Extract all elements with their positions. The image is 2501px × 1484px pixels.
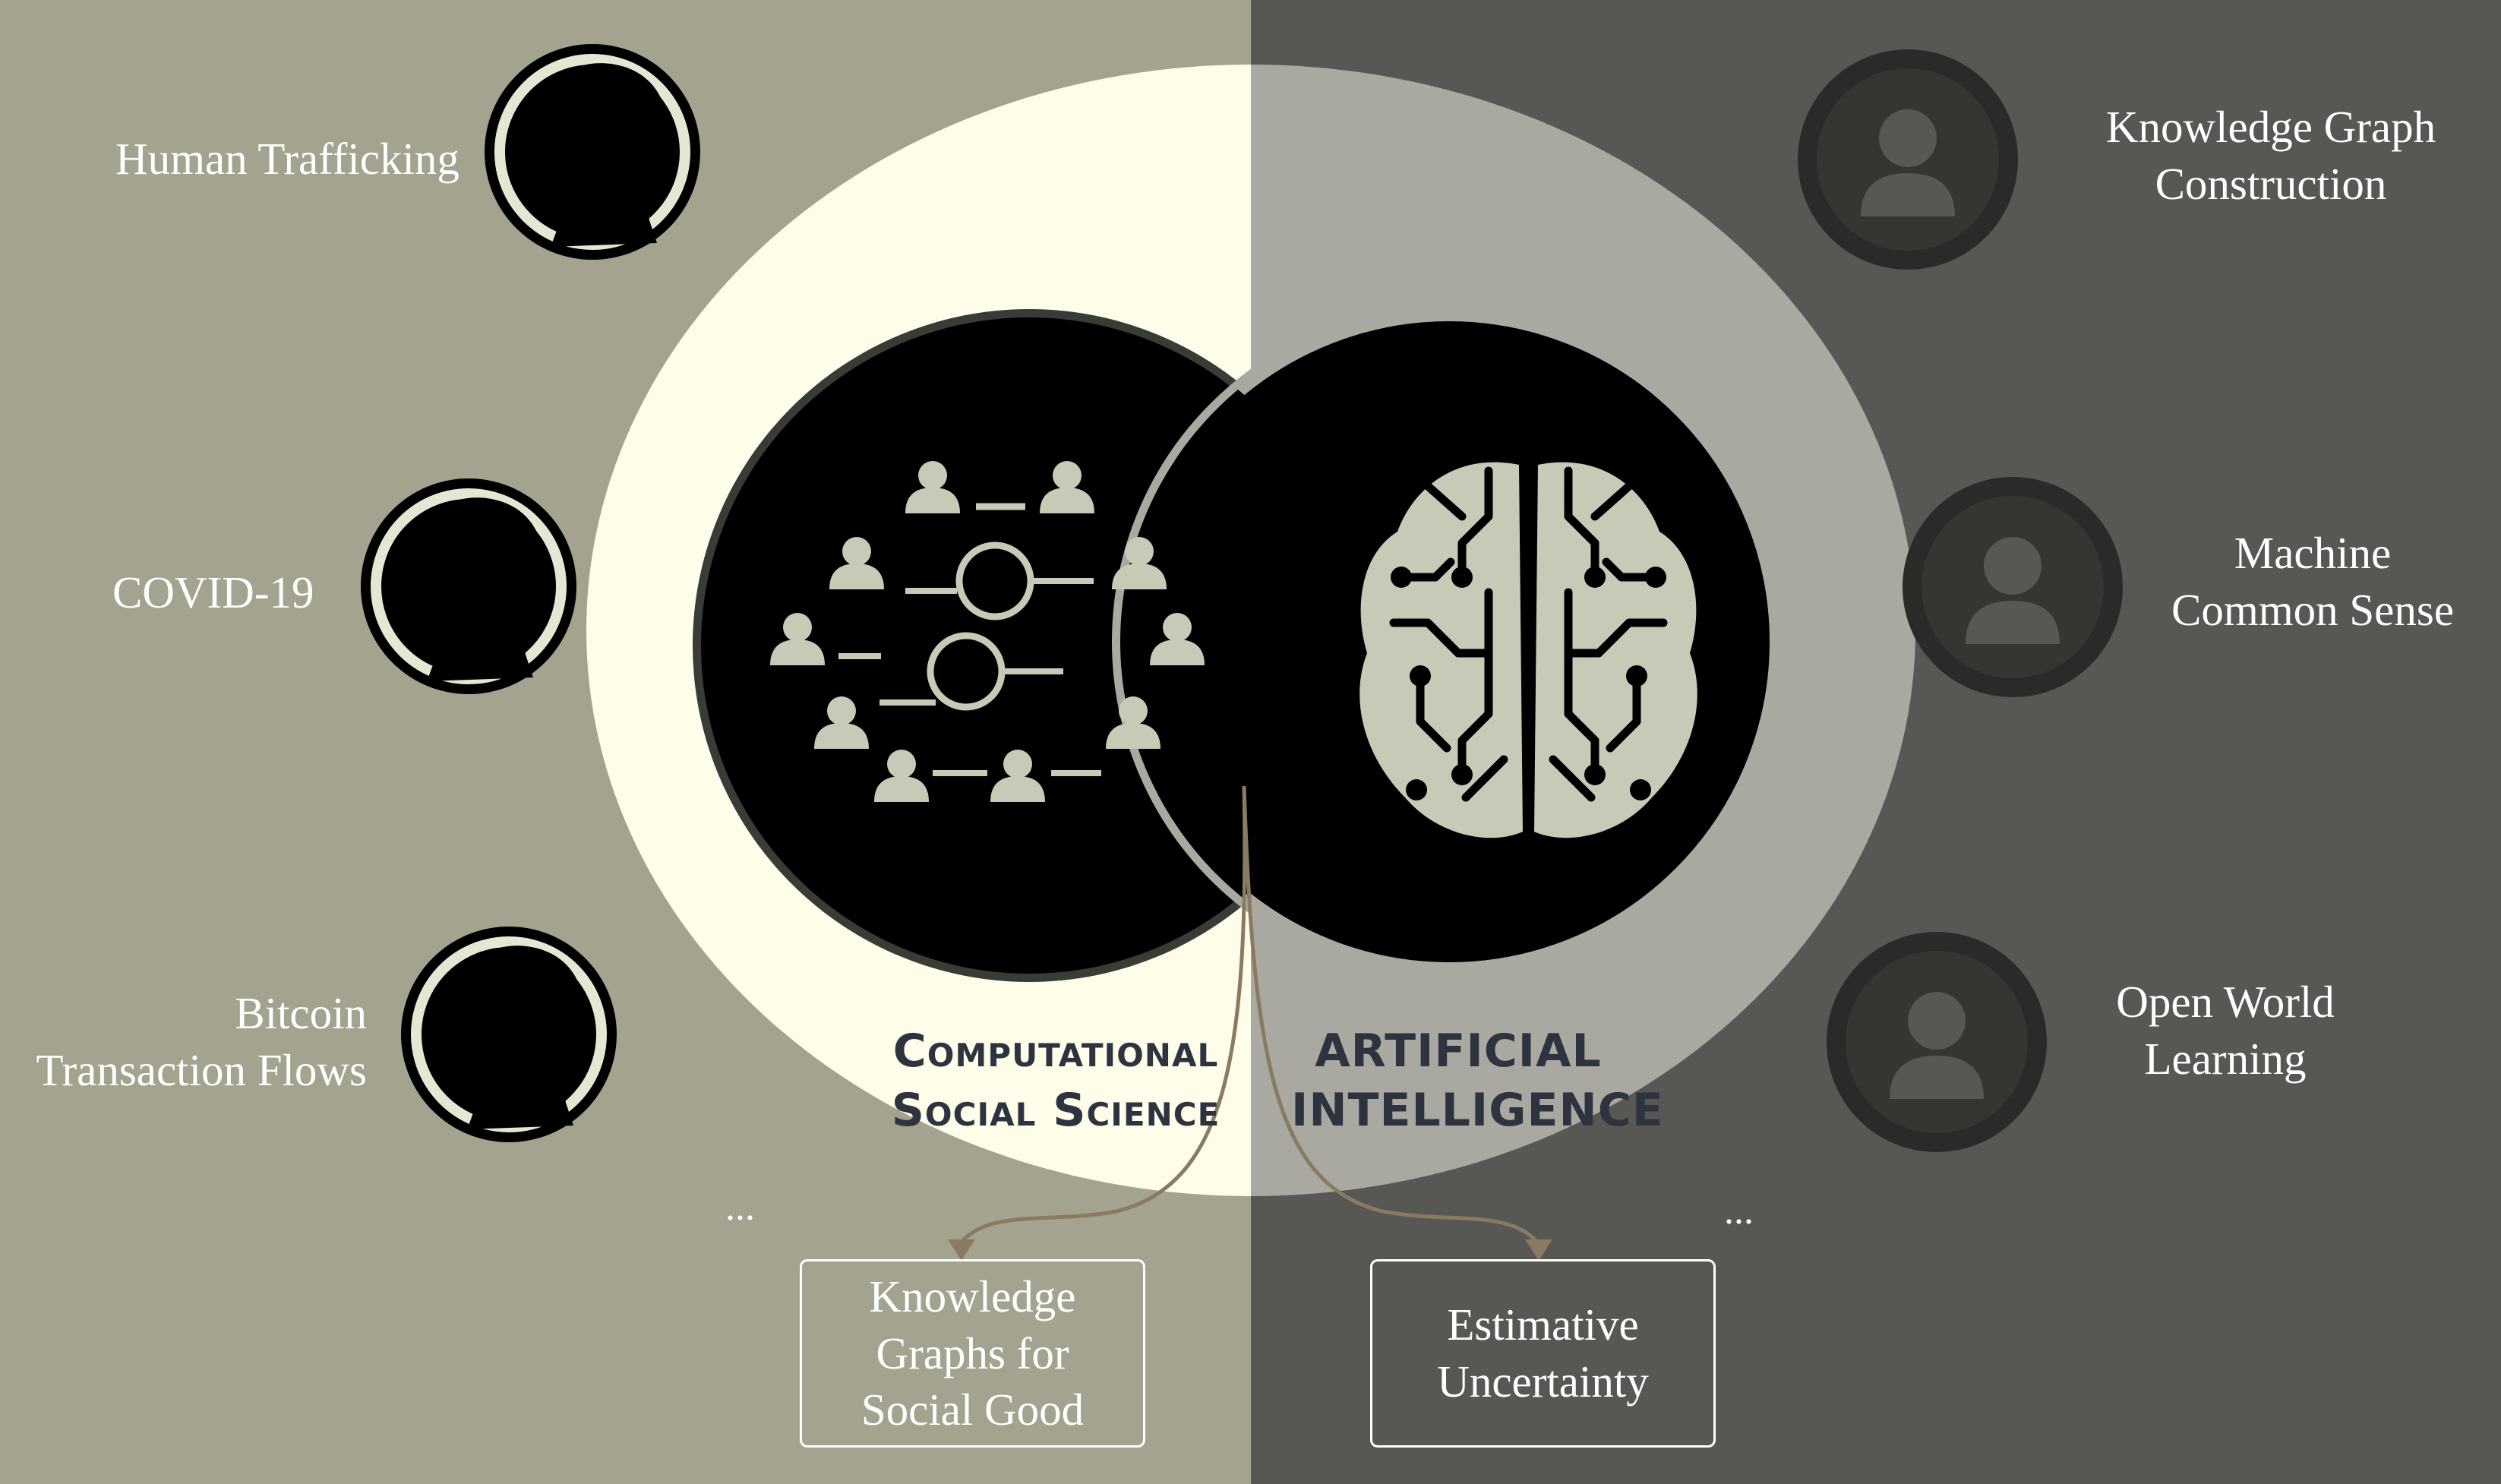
human-head-profile-icon bbox=[361, 478, 576, 694]
topic-label-line: Open World bbox=[2116, 977, 2335, 1027]
topic-label-line: Bitcoin bbox=[235, 988, 367, 1038]
topic-label-line: Learning bbox=[2144, 1033, 2307, 1084]
digital-person-icon bbox=[1798, 49, 2018, 270]
overlap-region bbox=[1120, 315, 1359, 971]
outcome-line: Estimative bbox=[1447, 1299, 1639, 1350]
outcome-box-knowledge-graphs-social-good: Knowledge Graphs for Social Good bbox=[800, 1259, 1145, 1448]
topic-label-line: Common Sense bbox=[2171, 584, 2455, 635]
outcome-line: Graphs for bbox=[876, 1328, 1069, 1378]
digital-person-icon bbox=[1827, 932, 2047, 1152]
topic-label-line: Machine bbox=[2234, 528, 2392, 578]
topic-label-line: Transaction Flows bbox=[36, 1044, 367, 1095]
more-left-ellipsis: ... bbox=[725, 1186, 755, 1229]
circuit-brain-icon bbox=[1359, 451, 1697, 840]
topic-label-line: Human Trafficking bbox=[115, 134, 459, 184]
topic-label-covid-19: COVID-19 bbox=[112, 564, 314, 621]
field-title-line: Computational bbox=[892, 1025, 1219, 1078]
topic-label-line: Construction bbox=[2155, 158, 2387, 209]
outcome-line: Uncertainty bbox=[1437, 1356, 1649, 1407]
topic-label-open-world-learning: Open World Learning bbox=[2073, 974, 2377, 1088]
connector-arrows bbox=[948, 785, 1552, 1261]
arrowhead-right bbox=[1525, 1239, 1552, 1261]
outcome-box-estimative-uncertainty: Estimative Uncertainty bbox=[1370, 1259, 1716, 1448]
human-head-profile-icon bbox=[401, 927, 617, 1142]
field-title-computational-social-science: Computational Social Science bbox=[881, 1021, 1230, 1140]
outcome-line: Knowledge bbox=[869, 1271, 1076, 1321]
outcome-line: Social Good bbox=[861, 1385, 1085, 1435]
field-title-line: Artificial bbox=[1315, 1025, 1602, 1078]
field-title-artificial-intelligence: Artificial Intelligence bbox=[1291, 1021, 1664, 1140]
digital-person-icon bbox=[1903, 477, 2123, 697]
topic-label-knowledge-graph-construction: Knowledge Graph Construction bbox=[2081, 99, 2461, 213]
topic-label-bitcoin: Bitcoin Transaction Flows bbox=[36, 985, 367, 1099]
field-title-line: Intelligence bbox=[1291, 1084, 1664, 1137]
topic-label-line: Knowledge Graph bbox=[2105, 102, 2436, 152]
human-head-profile-icon bbox=[485, 44, 700, 260]
arrow-to-left-outcome bbox=[957, 785, 1247, 1247]
more-right-ellipsis: ... bbox=[1724, 1189, 1754, 1233]
topic-label-line: COVID-19 bbox=[112, 567, 314, 617]
field-title-line: Social Science bbox=[891, 1084, 1221, 1137]
social-network-icon bbox=[770, 461, 1205, 802]
topic-label-machine-common-sense: Machine Common Sense bbox=[2134, 525, 2491, 639]
topic-label-human-trafficking: Human Trafficking bbox=[115, 131, 459, 188]
arrow-to-right-outcome bbox=[1242, 785, 1542, 1247]
arrowhead-left bbox=[948, 1239, 975, 1261]
